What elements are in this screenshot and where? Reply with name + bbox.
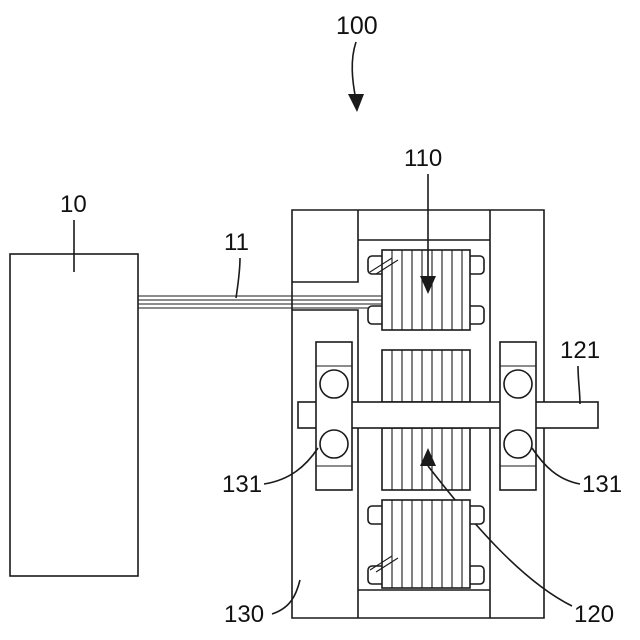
label-shaft: 121	[560, 337, 600, 364]
bearing-left-leader-line	[264, 448, 318, 484]
device-leader-line	[352, 42, 356, 100]
label-bearing-right: 131	[582, 471, 622, 498]
stator-lower	[368, 500, 484, 588]
device-arrow-head	[348, 94, 364, 112]
housing-leader-line	[272, 580, 300, 614]
label-cable: 11	[224, 229, 249, 256]
label-device: 100	[336, 12, 378, 40]
shaft-leader-line	[578, 366, 580, 404]
bearing-left	[316, 342, 352, 490]
controller-box	[10, 254, 138, 576]
bearing-right	[500, 342, 536, 490]
stator-upper	[368, 250, 484, 330]
label-stator: 110	[404, 145, 442, 172]
bearing-right-leader-line	[532, 448, 580, 484]
label-controller: 10	[60, 191, 87, 218]
label-bearing-left: 131	[222, 471, 262, 498]
label-housing: 130	[224, 601, 264, 628]
cable-leader-line	[236, 258, 240, 298]
cable	[138, 296, 382, 308]
label-rotor: 120	[574, 601, 614, 628]
